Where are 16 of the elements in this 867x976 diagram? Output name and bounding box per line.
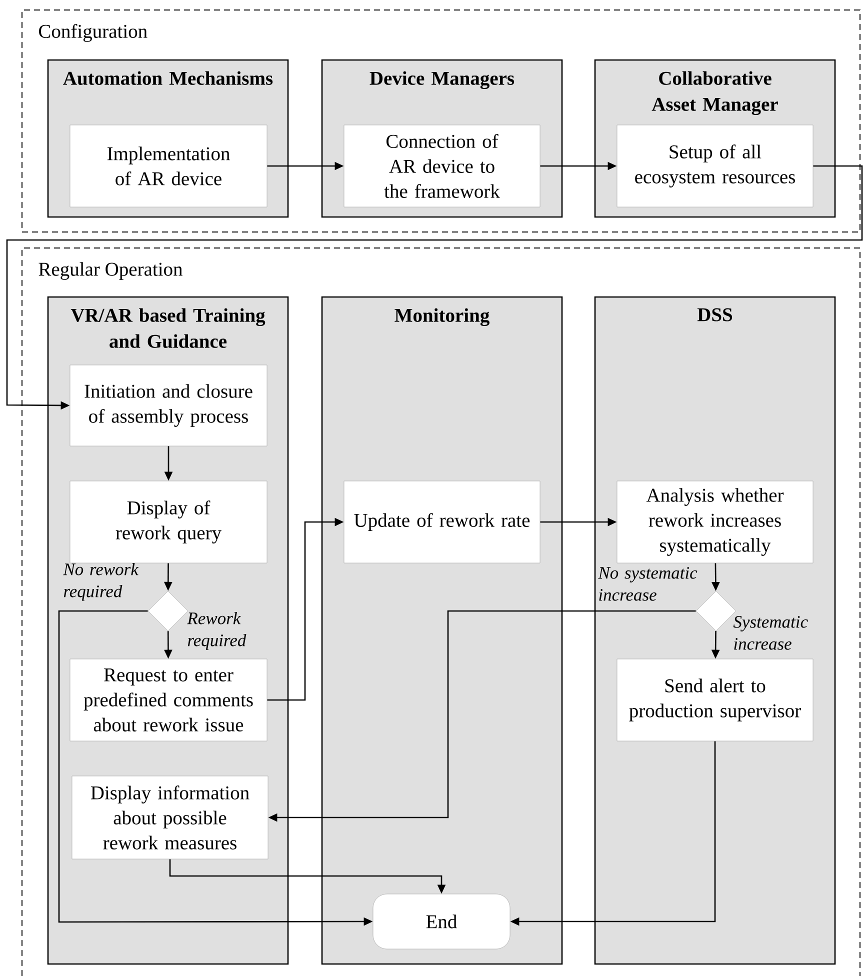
process-box: Initiation and closure of assembly process bbox=[70, 364, 268, 446]
process-box: Display of rework query bbox=[70, 480, 268, 564]
process-box: Implementation of AR device bbox=[70, 124, 268, 208]
process-box: Send alert to production supervisor bbox=[616, 658, 814, 742]
decision-diamond bbox=[148, 590, 188, 632]
process-box: Update of rework rate bbox=[344, 480, 540, 564]
edge-label: Systematic increase bbox=[733, 616, 808, 650]
process-box: Request to enter predefined comments about rework issue bbox=[70, 658, 268, 742]
edge-label: Rework required bbox=[187, 612, 246, 650]
process-box: Display information about possible rework measures bbox=[72, 776, 268, 860]
process-box: Connection of AR device to the framework bbox=[344, 124, 540, 208]
terminal-box: End bbox=[372, 894, 510, 950]
edge-label: No systematic increase bbox=[598, 567, 698, 601]
edge-label: No rework required bbox=[63, 562, 139, 601]
process-box: Analysis whether rework increases systematically bbox=[616, 480, 814, 564]
process-box: Setup of all ecosystem resources bbox=[616, 124, 814, 208]
